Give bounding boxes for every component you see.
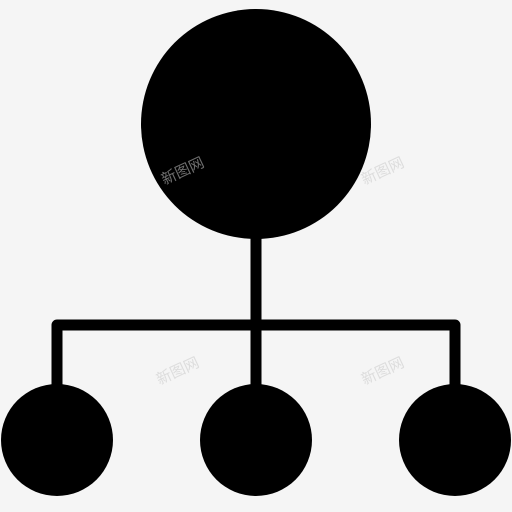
root-node — [141, 9, 371, 239]
child-node-right — [399, 384, 511, 496]
branch-connector — [51, 319, 461, 394]
child-node-left — [1, 384, 113, 496]
child-node-middle — [200, 384, 312, 496]
